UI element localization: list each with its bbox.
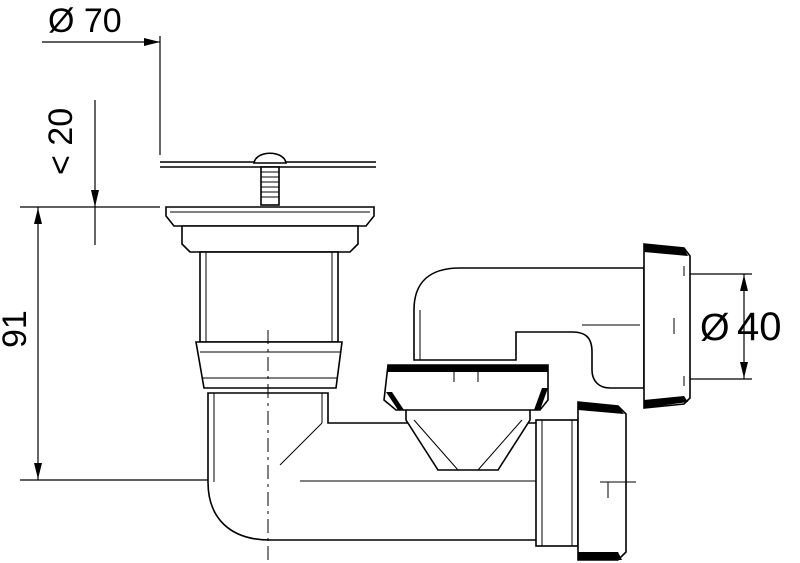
outlet-nut-upper	[643, 243, 691, 409]
dimension-top-diameter: Ø 70	[42, 2, 161, 155]
outlet-connector-lower	[535, 401, 636, 561]
cleanout-cap	[383, 364, 549, 411]
outlet-diameter-symbol: Ø	[700, 307, 730, 349]
dimension-height: 91	[0, 206, 250, 481]
stopper-lift-label: < 20	[42, 108, 80, 175]
dimension-stopper-lift: < 20	[42, 100, 99, 245]
outlet-diameter-value: 40	[737, 305, 782, 349]
top-diameter-label: Ø 70	[48, 2, 122, 40]
dimension-outlet-diameter: Ø 40	[690, 273, 782, 380]
waste-flange	[165, 206, 375, 389]
stopper-thread	[261, 171, 279, 198]
stopper-plug	[160, 152, 376, 206]
outlet-arm	[413, 267, 645, 389]
height-label: 91	[0, 310, 34, 348]
